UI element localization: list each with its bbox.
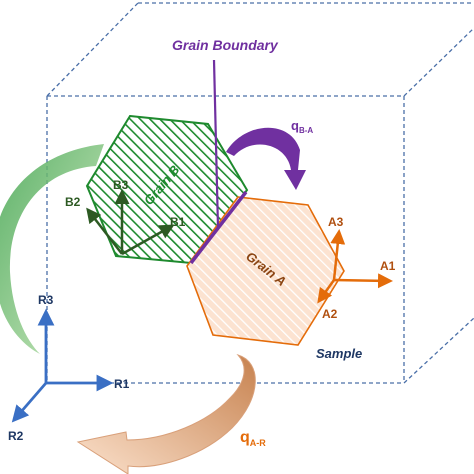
q-ar-arrow	[76, 354, 256, 474]
b3-label: B3	[113, 178, 129, 192]
grain-a	[186, 196, 345, 346]
q-ar-symbol: q	[240, 429, 250, 446]
q-ba-subscript: B-A	[299, 126, 313, 135]
sample-edge	[46, 2, 139, 97]
q-ar-label: qA-R	[240, 429, 266, 448]
a3-label: A3	[328, 215, 344, 229]
sample-edge	[403, 27, 474, 97]
sample-label: Sample	[316, 346, 362, 361]
a2-label: A2	[322, 307, 338, 321]
b1-axis	[121, 224, 175, 256]
sample-edge	[403, 317, 474, 384]
r2-axis	[11, 382, 48, 423]
q-ba-label: qB-A	[291, 118, 313, 135]
b2-label: B2	[65, 195, 81, 209]
b2-axis	[86, 207, 123, 255]
q-ba-arrow	[226, 127, 306, 190]
grain-boundary-pointer	[212, 59, 220, 229]
reference-axes	[11, 308, 114, 423]
sample-box	[46, 2, 474, 384]
q-ba-symbol: q	[291, 118, 299, 133]
grain-a-axes	[317, 229, 393, 304]
grain-b-axes	[86, 189, 175, 256]
a3-axis	[330, 229, 346, 281]
a2-axis	[317, 279, 336, 304]
a1-axis	[333, 273, 393, 289]
r1-label: R1	[114, 377, 130, 391]
grain-boundary-label: Grain Boundary	[172, 37, 279, 53]
b1-label: B1	[170, 215, 186, 229]
q-ar-subscript: A-R	[250, 438, 266, 448]
r3-label: R3	[38, 293, 54, 307]
a1-label: A1	[380, 259, 396, 273]
r2-label: R2	[8, 429, 24, 443]
left-rotation-arrow	[0, 144, 104, 354]
